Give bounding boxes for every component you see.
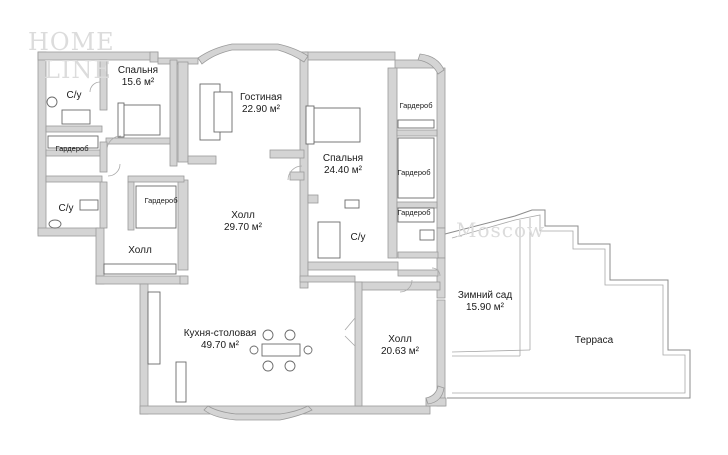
room-label-wardrobe4: Гардероб	[398, 168, 431, 177]
room-name: Гардероб	[144, 196, 178, 205]
room-name: Спальня	[322, 153, 364, 164]
room-name: Гостиная	[240, 92, 282, 103]
bay-window-corner	[417, 53, 445, 75]
bathroom-fixtures	[46, 96, 435, 259]
room-label-wc2: С/у	[59, 203, 74, 215]
interior-walls	[45, 59, 441, 407]
room-name: С/у	[58, 203, 74, 214]
watermark-brand-line1: HOME	[28, 28, 115, 56]
room-area: 15.6 м²	[121, 77, 155, 88]
room-area: 49.70 м²	[200, 340, 239, 351]
room-label-hall-center: Холл 29.70 м²	[224, 210, 262, 234]
winter-garden-divider	[451, 349, 531, 353]
room-name: С/у	[350, 232, 366, 243]
bay-window-kitchen	[203, 405, 313, 421]
room-name: Терраса	[574, 335, 614, 346]
room-name: Гардероб	[55, 144, 89, 153]
bay-window-corner	[425, 385, 445, 405]
room-area: 24.40 м²	[323, 165, 362, 176]
room-label-wc1: С/у	[67, 90, 82, 102]
terrace-rail	[451, 214, 686, 394]
room-area: 29.70 м²	[223, 222, 263, 233]
room-label-bedroom1: Спальня 15.6 м²	[118, 65, 158, 89]
room-name: Холл	[231, 210, 255, 221]
watermark-city: Moscow	[456, 218, 546, 242]
furniture	[117, 83, 361, 403]
room-label-living: Гостиная 22.90 м²	[240, 92, 282, 116]
room-label-wardrobe2: Гардероб	[145, 196, 178, 205]
door-swings	[89, 81, 441, 347]
room-area: 20.63 м²	[380, 346, 420, 357]
bay-window-living	[197, 43, 309, 65]
room-name: Гардероб	[397, 208, 431, 217]
room-label-wardrobe3: Гардероб	[400, 101, 433, 110]
room-name: Гардероб	[397, 168, 431, 177]
room-name: Холл	[388, 334, 412, 345]
room-label-bedroom2: Спальня 24.40 м²	[323, 153, 363, 177]
room-label-hall1: Холл	[128, 245, 152, 257]
room-area: 15.90 м²	[465, 302, 504, 313]
room-name: Кухня-столовая	[183, 328, 257, 339]
watermark-brand-line2: LINE	[44, 56, 112, 84]
room-name: С/у	[66, 90, 82, 101]
watermark-brand: HOME LINE	[28, 28, 115, 84]
room-label-winter-garden: Зимний сад 15.90 м²	[458, 290, 512, 314]
room-name: Зимний сад	[457, 290, 513, 301]
room-area: 22.90 м²	[241, 104, 281, 115]
room-label-terrace: Терраса	[575, 335, 613, 347]
terrace-outline	[444, 209, 691, 399]
room-name: Гардероб	[399, 101, 433, 110]
room-label-wardrobe5: Гардероб	[398, 208, 431, 217]
room-name: Холл	[128, 245, 152, 256]
room-label-wc3: С/у	[351, 232, 366, 244]
wardrobe-blocks	[47, 119, 435, 275]
room-label-hall2: Холл 20.63 м²	[381, 334, 419, 358]
room-label-kitchen: Кухня-столовая 49.70 м²	[184, 328, 257, 352]
room-name: Спальня	[117, 65, 159, 76]
room-label-wardrobe1: Гардероб	[56, 144, 89, 153]
